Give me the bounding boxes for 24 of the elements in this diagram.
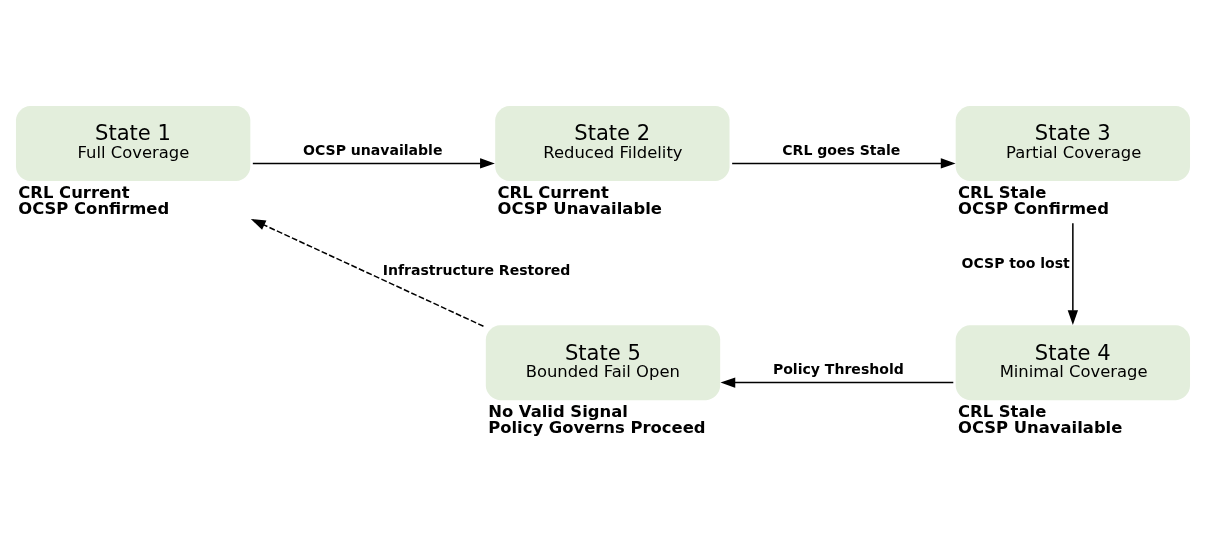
edge-label: Infrastructure Restored bbox=[382, 262, 571, 279]
arrow bbox=[731, 158, 956, 169]
node-label: CRL Stale bbox=[958, 182, 1047, 202]
arrow bbox=[250, 218, 485, 327]
arrow bbox=[1067, 222, 1079, 325]
node-label: CRL Stale bbox=[958, 401, 1047, 421]
node-label: OCSP Unavailable bbox=[497, 199, 662, 219]
node-box: State 5 Bounded Fail Open bbox=[485, 325, 721, 401]
node-box: State 1 Full Coverage bbox=[15, 106, 251, 181]
node-label: OCSP Confirmed bbox=[958, 199, 1109, 219]
node-label: OCSP Confirmed bbox=[18, 199, 170, 219]
edge-label: OCSP too lost bbox=[961, 254, 1070, 271]
arrow bbox=[252, 158, 495, 169]
arrow bbox=[720, 377, 955, 388]
edge-label: Policy Threshold bbox=[772, 360, 904, 377]
node-box: State 2 Reduced Fildelity bbox=[495, 106, 730, 181]
node-label: OCSP Unavailable bbox=[958, 418, 1123, 438]
node-label: No Valid Signal bbox=[488, 401, 628, 421]
node-label: CRL Current bbox=[18, 182, 130, 202]
node-box: State 4 Minimal Coverage bbox=[955, 325, 1191, 401]
node-label: CRL Current bbox=[497, 182, 609, 202]
edge-label: CRL goes Stale bbox=[782, 141, 901, 158]
edge-label: OCSP unavailable bbox=[303, 141, 443, 158]
node-box: State 3 Partial Coverage bbox=[955, 106, 1191, 181]
